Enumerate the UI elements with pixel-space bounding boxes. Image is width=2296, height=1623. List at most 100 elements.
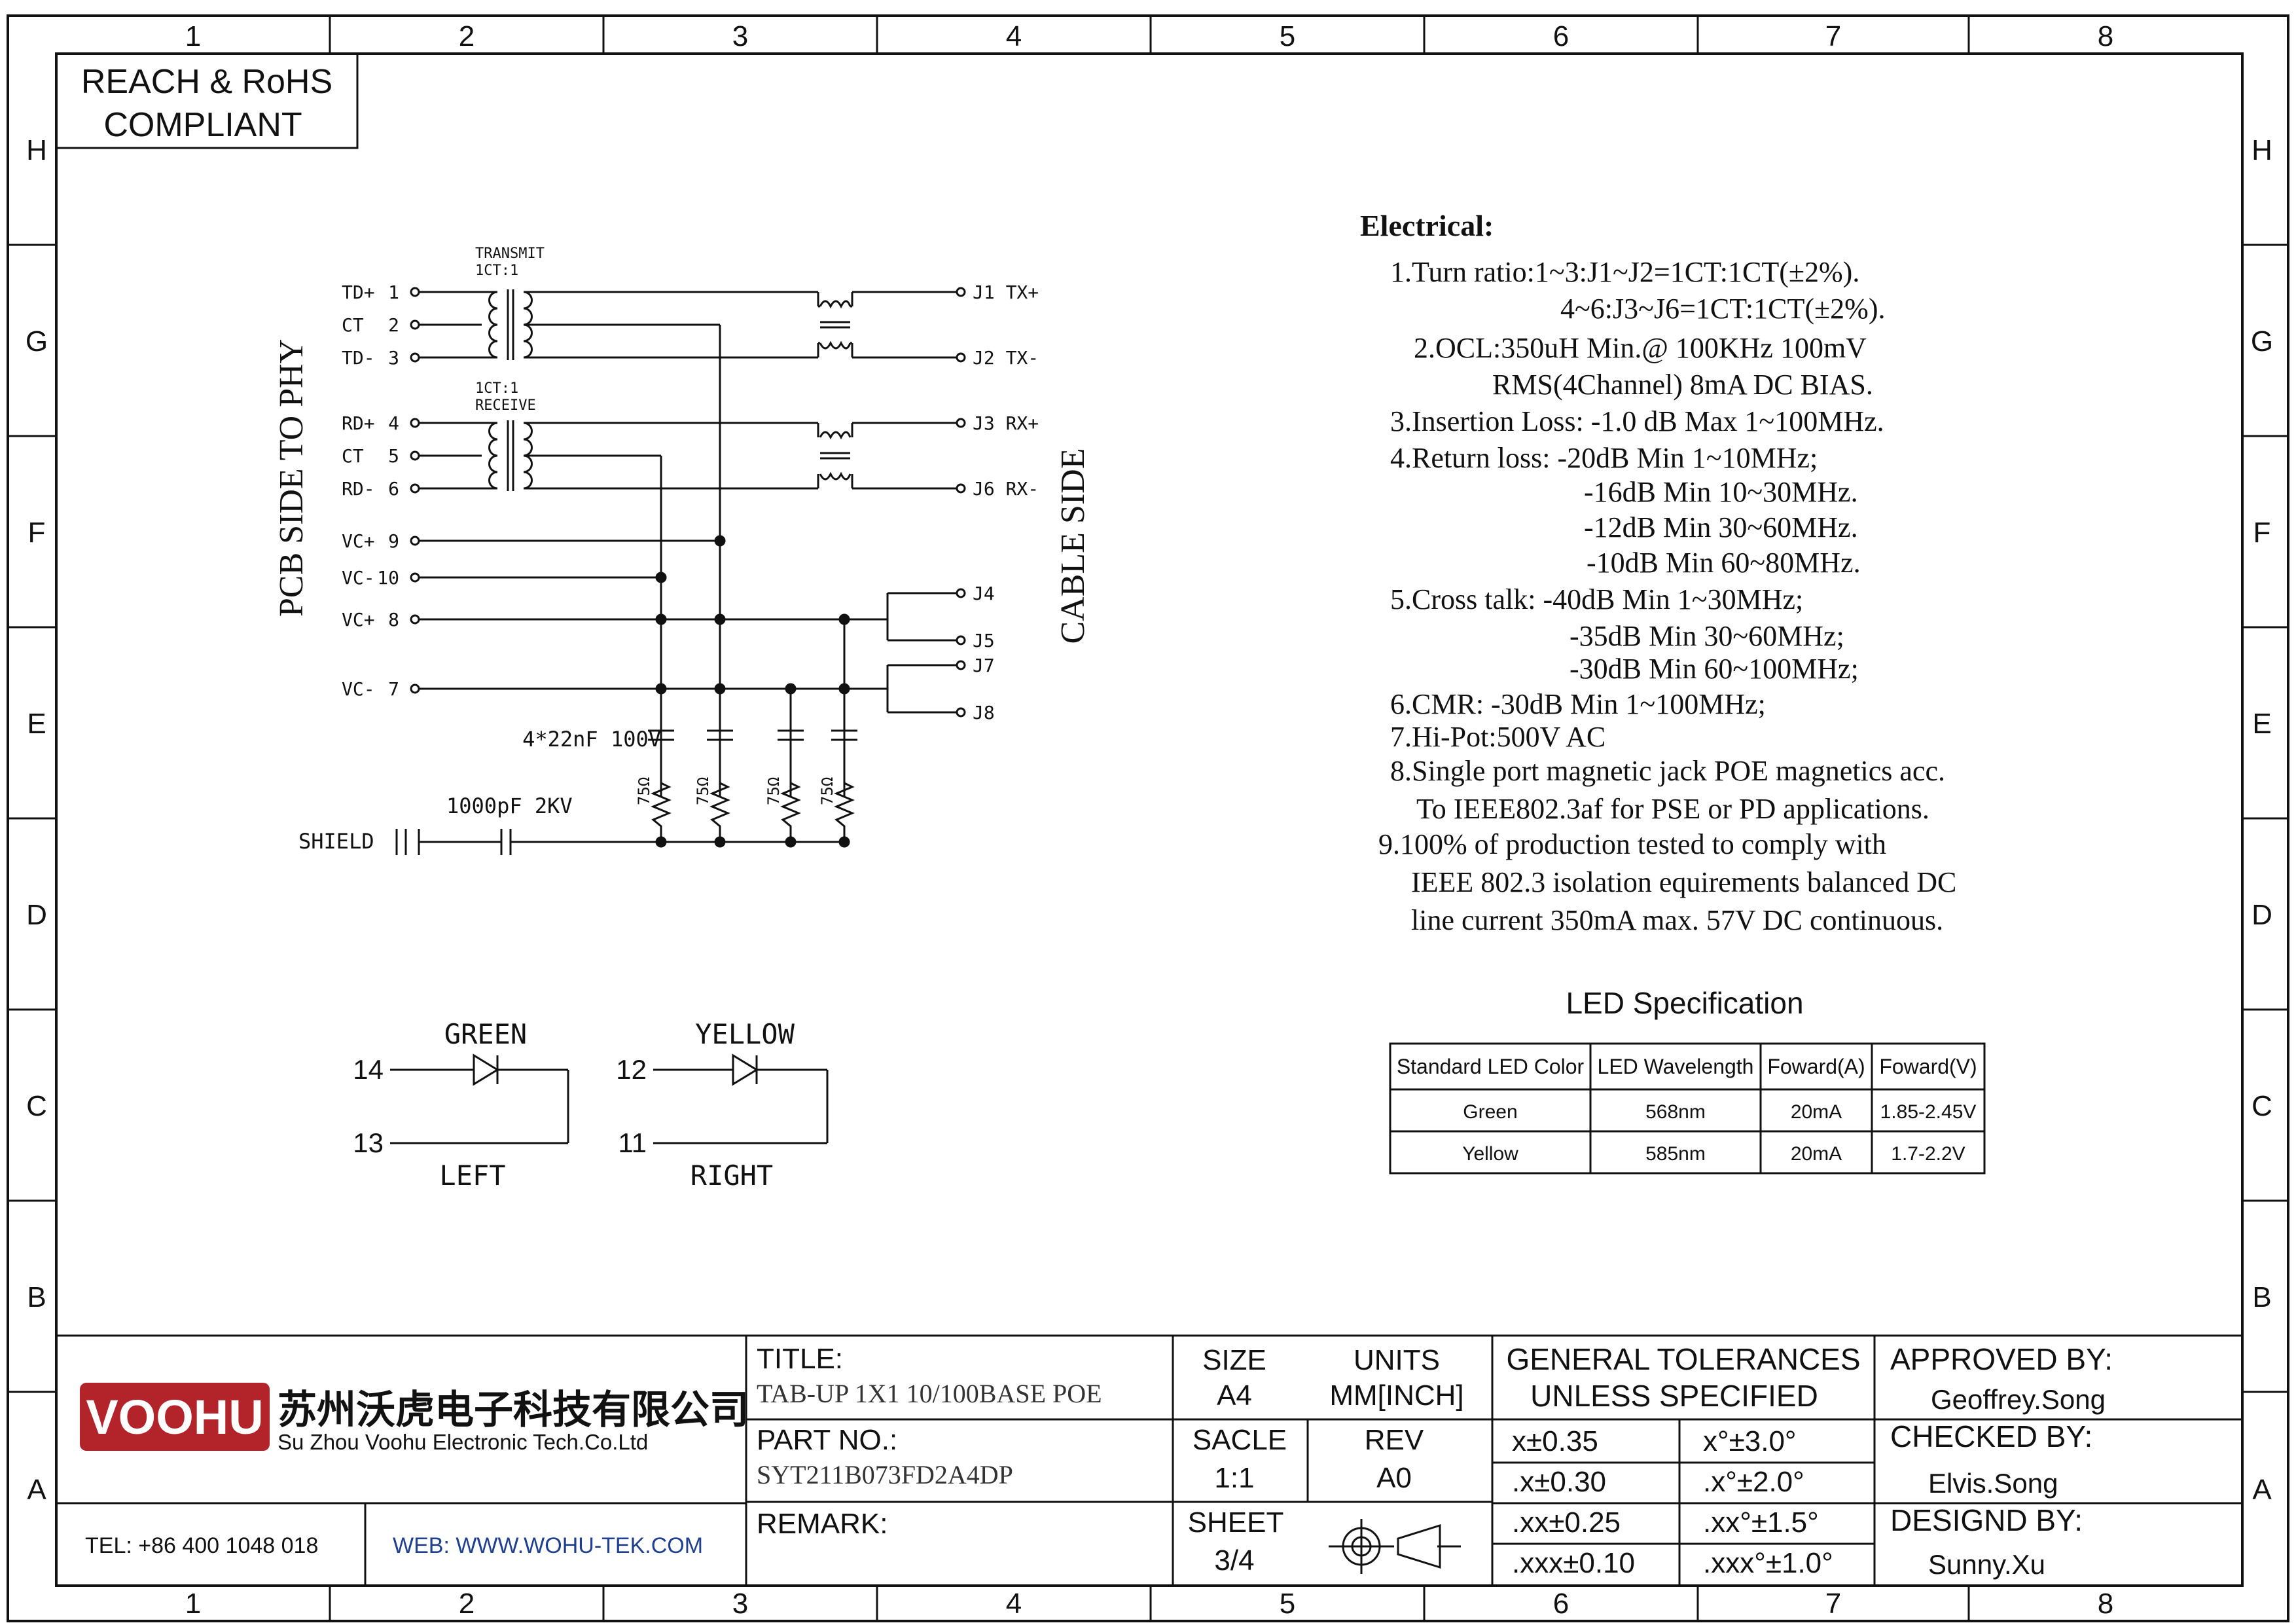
table-cell: Yellow (1462, 1143, 1518, 1165)
tolerance-linear: .xx±0.25 (1512, 1506, 1621, 1539)
choke-coil (819, 340, 852, 350)
zone-col-top: 2 (459, 20, 475, 52)
zone-col-bottom: 7 (1825, 1588, 1841, 1620)
zone-row-left: D (26, 899, 47, 931)
resistor (651, 782, 672, 842)
zone-row-right: G (2251, 325, 2273, 357)
cable-pin-terminal (956, 707, 966, 718)
pin-name: VC- (342, 567, 375, 589)
transformer-coil (488, 422, 498, 490)
resistor-label: 75Ω (764, 777, 783, 805)
choke-coil (819, 431, 852, 440)
schematic-diagram (395, 287, 966, 855)
zone-col-top: 3 (732, 20, 748, 52)
zone-row-right: H (2251, 134, 2272, 166)
designed-value: Sunny.Xu (1928, 1549, 2045, 1580)
tolerance-linear: .x±0.30 (1512, 1466, 1606, 1498)
cable-side-label: CABLE SIDE (1054, 448, 1092, 644)
resistor-label: 75Ω (818, 777, 836, 805)
zone-col-bottom: 1 (185, 1588, 201, 1620)
cable-pin-label: J4 (973, 583, 995, 604)
pin-number: 5 (388, 445, 399, 467)
led-pin-b: 13 (353, 1127, 384, 1158)
table-cell: 20mA (1791, 1101, 1842, 1123)
sheet-value: 3/4 (1214, 1544, 1254, 1577)
pin-number: 9 (388, 530, 399, 552)
checked-value: Elvis.Song (1928, 1468, 2058, 1499)
zone-row-right: E (2252, 708, 2271, 740)
pin-terminal (410, 319, 420, 330)
electrical-line: -30dB Min 60~100MHz; (1570, 653, 1859, 685)
electrical-line: -10dB Min 60~80MHz. (1587, 547, 1861, 579)
pin-number: 1 (388, 282, 399, 303)
table-cell: 568nm (1645, 1101, 1706, 1123)
electrical-heading: Electrical: (1360, 209, 1494, 242)
tolerance-angular: .xxx°±1.0° (1703, 1547, 1833, 1579)
tolerance-angular: x°±3.0° (1703, 1425, 1797, 1457)
cable-pin-terminal (956, 483, 966, 494)
approved-label: APPROVED BY: (1890, 1342, 2113, 1376)
projection-symbol (1397, 1523, 1441, 1569)
scale-value: 1:1 (1214, 1462, 1254, 1494)
zone-row-right: A (2252, 1474, 2272, 1506)
pin-name: CT (342, 314, 364, 336)
designed-label: DESIGND BY: (1890, 1503, 2083, 1537)
zone-row-left: G (26, 325, 48, 357)
electrical-line: 4~6:J3~J6=1CT:1CT(±2%). (1560, 293, 1885, 325)
pin-terminal (410, 483, 420, 494)
pin-name: TD+ (342, 282, 375, 303)
pin-number: 2 (388, 314, 399, 336)
logo-text: VOOHU (86, 1390, 263, 1444)
electrical-notes: 1.Turn ratio:1~3:J1~J2=1CT:1CT(±2%).4~6:… (1378, 256, 1956, 936)
pin-number: 3 (388, 347, 399, 369)
shield-label: SHIELD (298, 829, 374, 854)
title-value: TAB-UP 1X1 10/100BASE POE (757, 1379, 1102, 1408)
tolerance-heading: GENERAL TOLERANCES (1506, 1342, 1860, 1376)
zone-col-top: 5 (1280, 20, 1295, 52)
electrical-line: 2.OCL:350uH Min.@ 100KHz 100mV (1414, 332, 1867, 364)
zone-row-right: D (2251, 899, 2272, 931)
zone-col-top: 1 (185, 20, 201, 52)
pin-terminal (410, 684, 420, 694)
led-side-label: RIGHT (691, 1159, 773, 1192)
tolerance-subheading: UNLESS SPECIFIED (1530, 1379, 1818, 1413)
cable-pin-terminal (956, 635, 966, 646)
zone-col-top: 6 (1553, 20, 1569, 52)
choke-coil (819, 471, 852, 481)
resistor (709, 782, 730, 842)
junction-dot (714, 613, 726, 625)
cable-pin-label: J2 TX- (973, 347, 1039, 369)
compliance-box: REACH & RoHS COMPLIANT (56, 54, 359, 149)
electrical-line: -16dB Min 10~30MHz. (1584, 476, 1858, 508)
cable-pin-label: J5 (973, 630, 995, 651)
resistor (834, 782, 855, 842)
checked-label: CHECKED BY: (1890, 1419, 2092, 1453)
electrical-line: 9.100% of production tested to comply wi… (1378, 828, 1886, 860)
pin-name: TD- (342, 347, 375, 369)
junction-dot (838, 613, 850, 625)
junction-dot (655, 683, 667, 695)
led-diode (473, 1053, 499, 1086)
table-cell: 20mA (1791, 1143, 1842, 1165)
cable-pin-label: J1 TX+ (973, 282, 1039, 303)
rev-value: A0 (1376, 1462, 1412, 1494)
transmit-ratio: 1CT:1 (475, 263, 518, 279)
led-side-label: LEFT (439, 1159, 505, 1192)
approved-value: Geoffrey.Song (1931, 1384, 2106, 1415)
zone-col-bottom: 5 (1280, 1588, 1295, 1620)
zone-row-right: C (2251, 1090, 2272, 1122)
led-color-label: GREEN (444, 1018, 527, 1050)
tolerance-linear: x±0.35 (1512, 1425, 1598, 1457)
receive-label: RECEIVE (475, 397, 536, 414)
electrical-line: To IEEE802.3af for PSE or PD application… (1416, 793, 1929, 825)
zone-row-left: C (26, 1090, 47, 1122)
pin-number: 4 (388, 412, 399, 434)
table-frame (1389, 1042, 1986, 1175)
electrical-line: 8.Single port magnetic jack POE magnetic… (1390, 755, 1945, 787)
company-name-en: Su Zhou Voohu Electronic Tech.Co.Ltd (278, 1430, 648, 1454)
choke-coil (819, 300, 852, 309)
resistor (780, 782, 801, 842)
